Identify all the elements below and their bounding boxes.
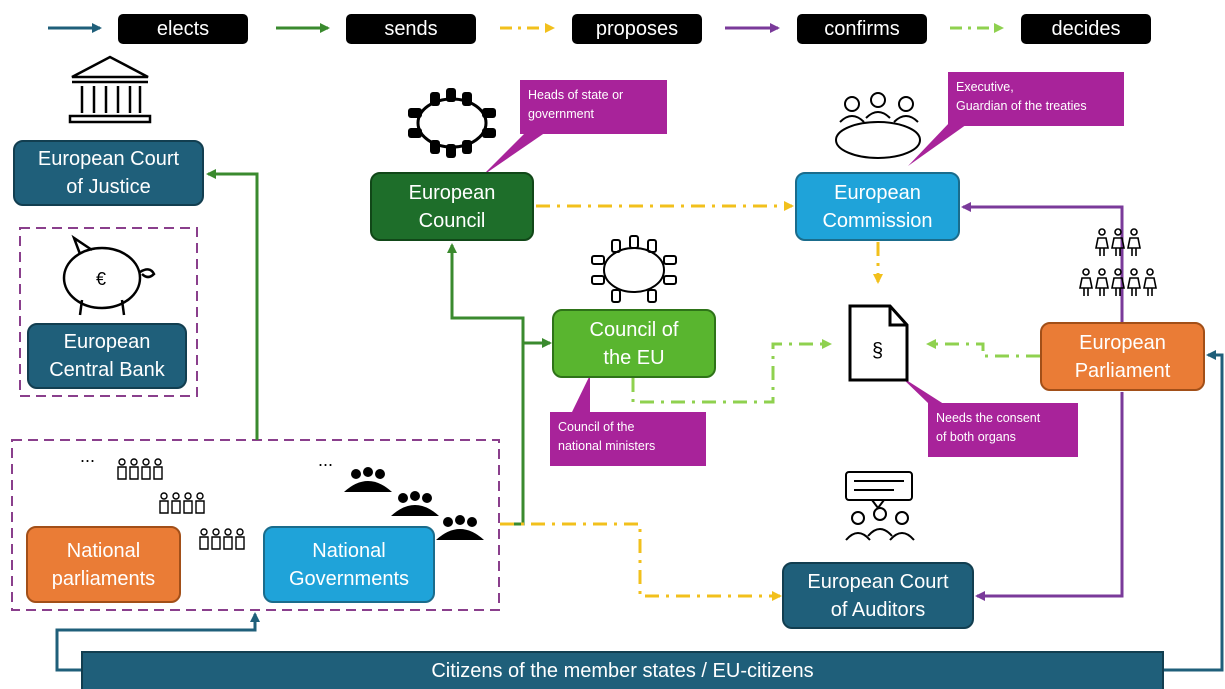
proposes-connectors: [500, 201, 883, 601]
confirms-connectors: [961, 202, 1124, 601]
council-eu-box: Council of the EU: [552, 309, 716, 378]
speech-bubble-group-icon: [845, 471, 915, 541]
legend-confirms-label: confirms: [797, 14, 927, 44]
national-parliaments-box: National parliaments: [26, 526, 181, 603]
callout-council-ministers: Council of the national ministers: [550, 412, 706, 466]
callout-executive: Executive, Guardian of the treaties: [948, 72, 1124, 126]
legend-decides-label: decides: [1021, 14, 1151, 44]
ecb-group-frame: [19, 227, 198, 397]
people-crowd-icon: [1079, 228, 1157, 296]
courthouse-icon: [68, 55, 152, 124]
national-governments-group-icon: [344, 467, 484, 540]
commission-box: European Commission: [795, 172, 960, 241]
legend-elects-label: elects: [118, 14, 248, 44]
sends-connectors: [206, 169, 552, 526]
piggy-bank-icon: €: [62, 234, 156, 316]
document-paragraph-icon: §: [848, 304, 909, 382]
callout-pointer-ministers: [572, 375, 590, 412]
national-governments-ellipsis: ...: [318, 450, 334, 470]
meeting-table-icon: [408, 88, 496, 158]
callout-heads-of-state: Heads of state or government: [520, 80, 667, 134]
legend-proposes-label: proposes: [572, 14, 702, 44]
callout-pointer-executive: [908, 122, 970, 166]
svg-text:§: §: [872, 340, 883, 362]
legend-sends-label: sends: [346, 14, 476, 44]
decides-connectors: [631, 339, 1040, 404]
national-governments-box: National Governments: [263, 526, 435, 603]
elects-connectors: [55, 350, 1224, 672]
council-table-icon: [591, 235, 677, 303]
svg-text:€: €: [96, 269, 106, 289]
national-parliaments-crowd-icon: [117, 458, 245, 550]
central-bank-box: European Central Bank: [27, 323, 187, 389]
court-of-justice-box: European Court of Justice: [13, 140, 204, 206]
group-icon: [835, 92, 921, 159]
callout-consent: Needs the consent of both organs: [928, 403, 1078, 457]
callout-pointer-consent: [900, 376, 950, 408]
citizens-bar: Citizens of the member states / EU-citiz…: [81, 651, 1164, 689]
callout-pointer-heads: [482, 132, 546, 176]
parliament-box: European Parliament: [1040, 322, 1205, 391]
european-council-box: European Council: [370, 172, 534, 241]
court-of-auditors-box: European Court of Auditors: [782, 562, 974, 629]
national-parliaments-ellipsis: ...: [80, 446, 96, 466]
